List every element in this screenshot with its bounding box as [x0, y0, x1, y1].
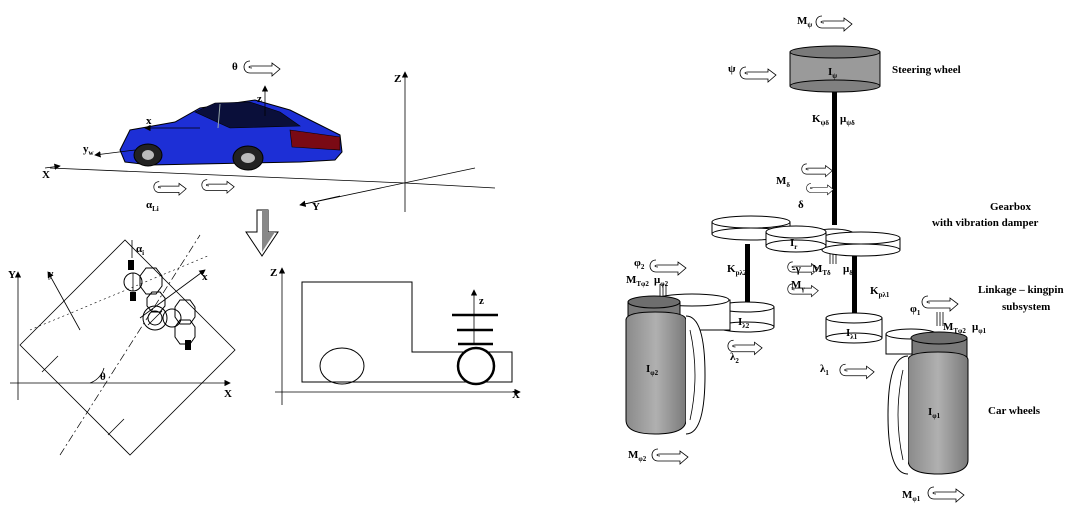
right-linkage-disk: Iλ1: [825, 312, 883, 344]
moment-M-psi-arrow: [815, 15, 853, 32]
steering-model: Mψ ψ Iψ Steering wheel Kψδ μψδ Mδ δ Gear…: [625, 15, 1064, 503]
label-x-small: x: [146, 115, 152, 127]
phi1-rotation-arrow: [921, 295, 959, 312]
label-K-pl1: Kpλ1: [870, 285, 890, 299]
side-label-X: X: [512, 389, 520, 401]
label-z-small: z: [257, 93, 262, 105]
plan-label-alpha: αi: [136, 243, 144, 257]
label-delta: δ: [798, 199, 804, 211]
label-I-l2: Iλ2: [738, 316, 750, 330]
plan-label-X: X: [224, 388, 232, 400]
side-label-z-small: z: [479, 295, 484, 307]
label-y-small: yw: [83, 143, 95, 157]
car-3d-view: Z X Y z x yw θ αLi: [42, 60, 496, 213]
label-lambda2: λ2: [730, 351, 739, 365]
label-mu-phi1: μφ1: [972, 321, 987, 335]
moment-M-phi1-arrow: [927, 486, 965, 503]
blue-car: [119, 99, 343, 171]
label-I-r: Ir: [790, 237, 797, 251]
moment-M-phi2-arrow: [651, 448, 689, 465]
alpha-rotation-arrow-1: [153, 181, 187, 196]
label-car-wheels: Car wheels: [988, 405, 1041, 417]
psi-rotation-arrow: [739, 66, 777, 83]
label-mu-phi2: μφ2: [654, 274, 669, 288]
label-I-phi2: Iφ2: [646, 363, 659, 377]
center-line-1: [59, 234, 201, 456]
side-rear-wheel: [319, 347, 365, 385]
label-M-delta: Mδ: [776, 175, 790, 189]
label-steering-wheel: Steering wheel: [892, 64, 961, 76]
left-car-wheel: Iφ2: [625, 293, 731, 435]
plan-label-x-small: x: [202, 271, 208, 283]
label-mu-delta: μδ: [843, 263, 853, 277]
right-link-shaft: [852, 256, 857, 321]
alpha-rotation-arrow-2: [201, 179, 235, 194]
plan-label-Y: Y: [8, 269, 16, 281]
transition-arrow: [245, 209, 279, 257]
phi2-rotation-arrow: [649, 259, 687, 276]
steering-shaft: [832, 92, 837, 225]
label-mu-psi-delta: μψδ: [840, 113, 855, 127]
label-Z: Z: [394, 73, 401, 85]
moment-M-delta-arrow: [801, 163, 833, 178]
label-Y: Y: [312, 201, 320, 213]
delta-rotation-arrow: [806, 183, 834, 196]
label-M-Tphi2: MTφ2: [626, 274, 649, 288]
gearbox-disks: Ir: [711, 215, 901, 257]
axis-X-arrow: [44, 163, 61, 170]
label-M-Tdelta: MTδ: [812, 263, 831, 277]
label-lambda1: λ1: [820, 363, 829, 377]
side-body-outline: [301, 281, 513, 383]
axis-Y-arrow: [299, 195, 341, 207]
plan-axis-y-small: [47, 271, 81, 331]
label-M-gamma: Mγ: [791, 279, 805, 293]
ground-line-x: [49, 167, 406, 184]
label-I-l1: Iλ1: [846, 327, 858, 341]
label-gamma: -γ: [792, 263, 801, 275]
label-psi: ψ: [728, 63, 736, 75]
label-linkage: Linkage – kingpin: [978, 284, 1064, 296]
axis-y-small: [94, 149, 136, 158]
label-X: X: [42, 169, 50, 181]
lambda1-rotation-arrow: [839, 363, 875, 379]
label-gearbox-sub: with vibration damper: [932, 217, 1038, 229]
plan-view: Y X x y αi θ: [8, 234, 236, 456]
label-alpha-L: αLi: [146, 199, 159, 213]
center-line-2: [29, 254, 211, 331]
steering-gear-cluster: [123, 260, 196, 350]
chassis-outline: [19, 239, 236, 456]
plan-theta-arc: [89, 367, 105, 384]
left-link-shaft: [745, 244, 750, 309]
ground-line-ext: [404, 182, 496, 189]
label-I-phi1: Iφ1: [928, 406, 941, 420]
side-view: Z X z: [270, 267, 521, 405]
label-K-pl2: Kpλ2: [727, 263, 747, 277]
label-phi1: φ1: [910, 303, 921, 317]
label-gearbox: Gearbox: [990, 201, 1031, 213]
label-phi2: φ2: [634, 257, 645, 271]
side-label-Z: Z: [270, 267, 277, 279]
label-linkage-sub: subsystem: [1002, 301, 1050, 313]
theta-rotation-arrow: [243, 60, 281, 77]
label-K-psi-delta: Kψδ: [812, 113, 829, 127]
label-M-phi2: Mφ2: [628, 449, 647, 463]
plan-label-y-small: y: [48, 268, 54, 280]
right-car-wheel: Iφ1: [885, 328, 969, 475]
label-I-psi: Iψ: [828, 66, 837, 80]
label-M-phi1: Mφ1: [902, 489, 921, 503]
plan-label-theta: θ: [100, 371, 106, 383]
label-M-Tphi1: MTφ2: [943, 321, 966, 335]
label-M-psi: Mψ: [797, 15, 812, 29]
label-theta: θ: [232, 61, 238, 73]
steering-wheel-inertia: Iψ: [789, 45, 881, 93]
side-front-wheel: [456, 346, 496, 386]
